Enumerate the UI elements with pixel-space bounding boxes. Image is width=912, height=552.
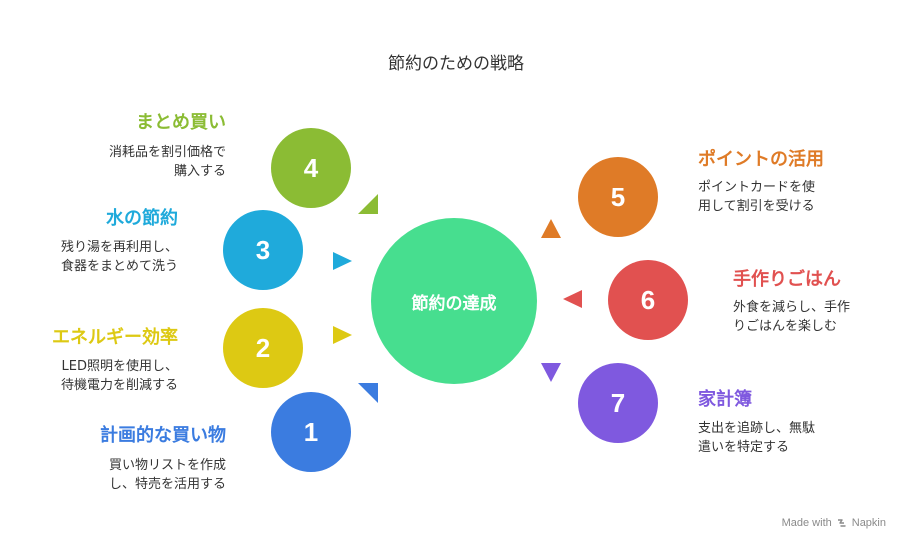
strategy-heading-4: まとめ買い: [136, 112, 226, 133]
strategy-desc-2: LED照明を使用し、 待機電力を削減する: [61, 357, 178, 395]
strategy-heading-2: エネルギー効率: [52, 327, 178, 348]
arrow-7: [541, 363, 561, 382]
strategy-heading-1: 計画的な買い物: [100, 425, 226, 446]
strategy-desc-6: 外食を減らし、手作 りごはんを楽しむ: [733, 298, 850, 336]
strategy-desc-1: 買い物リストを作成 し、特売を活用する: [109, 456, 226, 494]
strategy-node-3: 3: [223, 210, 303, 290]
strategy-heading-6: 手作りごはん: [733, 269, 841, 290]
strategy-desc-1-line-2: し、特売を活用する: [108, 477, 226, 492]
strategy-node-4: 4: [271, 128, 351, 208]
strategy-heading-7: 家計簿: [698, 389, 752, 410]
strategy-node-6: 6: [608, 260, 688, 340]
strategy-desc-5-line-2: 用して割引を受ける: [698, 199, 815, 214]
strategy-heading-5: ポイントの活用: [698, 149, 824, 170]
center-hub-label: 節約の達成: [411, 293, 497, 314]
strategy-desc-5-line-1: ポイントカードを使: [698, 180, 816, 195]
strategy-desc-3-line-1: 残り湯を再利用し、: [60, 240, 178, 255]
strategy-desc-7-line-1: 支出を追跡し、無駄: [698, 421, 816, 436]
strategy-desc-3-line-2: 食器をまとめて洗う: [60, 259, 178, 274]
diagram-title: 節約のための戦略: [388, 54, 524, 74]
footer-made-with: Made with: [781, 517, 832, 529]
arrow-6: [563, 290, 582, 308]
strategy-desc-6-line-1: 外食を減らし、手作: [733, 300, 851, 315]
strategy-desc-2-line-1: LED照明を使用し、: [61, 359, 178, 374]
strategy-desc-6-line-2: りごはんを楽しむ: [733, 319, 838, 334]
strategy-desc-4-line-1: 消耗品を割引価格で: [108, 145, 226, 160]
strategy-desc-3: 残り湯を再利用し、 食器をまとめて洗う: [61, 238, 178, 276]
footer-brand: Napkin: [851, 517, 886, 529]
strategy-desc-5: ポイントカードを使 用して割引を受ける: [698, 178, 815, 216]
strategy-node-5: 5: [578, 157, 658, 237]
arrow-5: [541, 219, 561, 238]
strategy-desc-4-line-2: 購入する: [173, 164, 226, 179]
arrow-3: [333, 252, 352, 270]
strategy-node-1: 1: [271, 392, 351, 472]
strategy-desc-2-line-2: 待機電力を削減する: [60, 378, 178, 393]
strategy-desc-7: 支出を追跡し、無駄 遣いを特定する: [698, 419, 815, 457]
strategy-heading-3: 水の節約: [106, 208, 178, 229]
center-hub: 節約の達成: [371, 218, 537, 384]
strategy-desc-7-line-2: 遣いを特定する: [698, 440, 790, 455]
strategy-node-2: 2: [223, 308, 303, 388]
arrow-4: [358, 194, 378, 214]
strategy-node-7: 7: [578, 363, 658, 443]
napkin-credit: Made with Napkin: [782, 517, 886, 529]
napkin-logo-icon: [836, 517, 848, 529]
strategy-desc-1-line-1: 買い物リストを作成: [108, 458, 226, 473]
arrow-2: [333, 326, 352, 344]
strategy-desc-4: 消耗品を割引価格で 購入する: [109, 143, 226, 181]
arrow-1: [358, 383, 378, 403]
